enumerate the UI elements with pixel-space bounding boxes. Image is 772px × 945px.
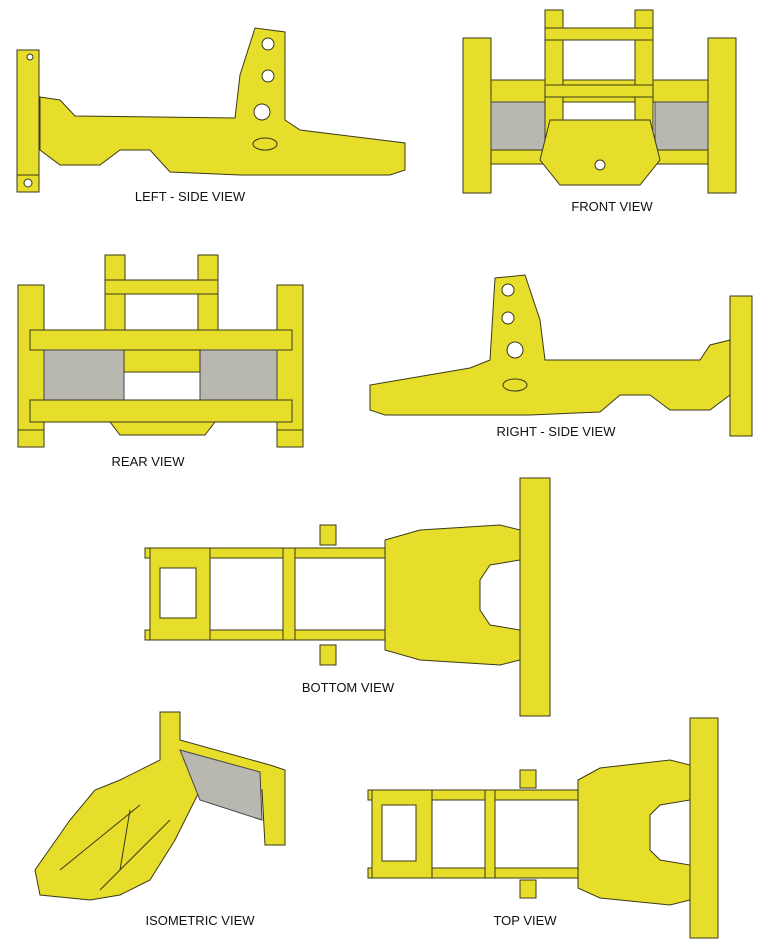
rear-view: REAR VIEW	[17, 254, 304, 469]
isometric-view-label: ISOMETRIC VIEW	[145, 913, 255, 928]
top-view: TOP VIEW	[367, 717, 719, 939]
right-side-view-label: RIGHT - SIDE VIEW	[497, 424, 617, 439]
bottom-view-label: BOTTOM VIEW	[302, 680, 395, 695]
front-view: FRONT VIEW	[462, 9, 737, 214]
front-view-label: FRONT VIEW	[571, 199, 653, 214]
isometric-view: ISOMETRIC VIEW	[34, 711, 286, 928]
left-side-view-label: LEFT - SIDE VIEW	[135, 189, 246, 204]
rear-view-label: REAR VIEW	[112, 454, 186, 469]
bottom-view: BOTTOM VIEW	[144, 477, 551, 717]
top-view-label: TOP VIEW	[493, 913, 557, 928]
right-side-view: RIGHT - SIDE VIEW	[369, 274, 753, 439]
left-side-view: LEFT - SIDE VIEW	[16, 27, 406, 204]
